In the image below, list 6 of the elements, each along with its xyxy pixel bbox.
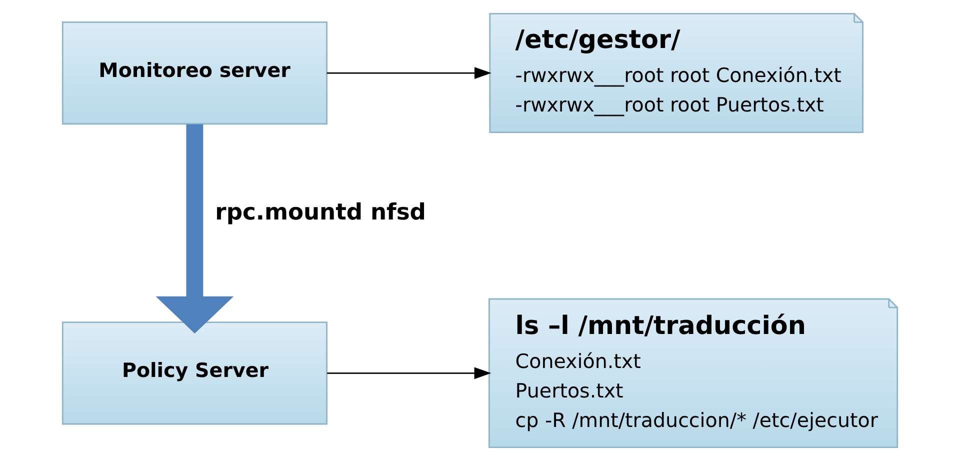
node-box: Policy Server [61, 322, 327, 425]
arrow [326, 67, 491, 79]
arrow [326, 367, 491, 380]
arrow [155, 124, 234, 334]
edge-label: rpc.mountd nfsd [214, 200, 426, 226]
node-box: Monitoreo server [61, 21, 327, 125]
